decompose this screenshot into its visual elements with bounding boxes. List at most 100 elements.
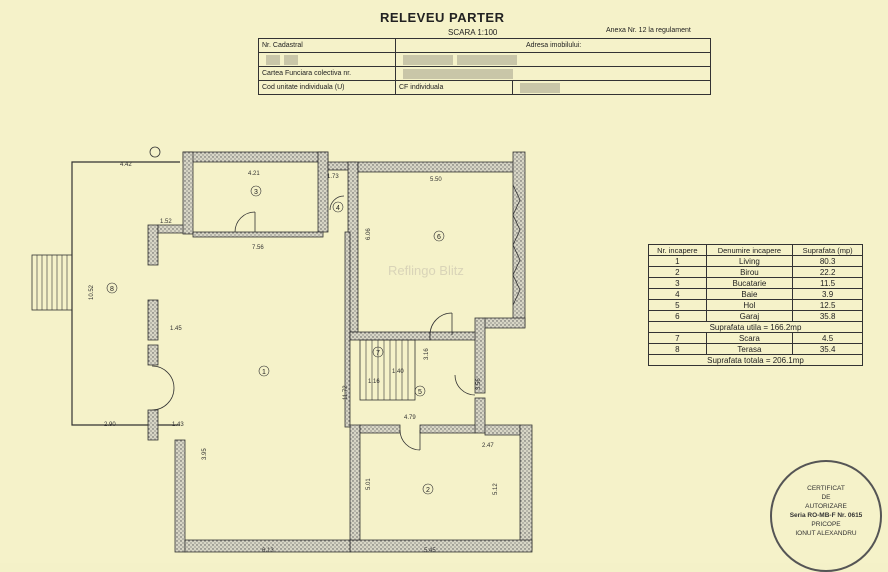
redacted-field — [266, 54, 280, 65]
cell-nr: 5 — [648, 299, 707, 311]
cell-name: Living — [705, 255, 794, 267]
room-number-7: 7 — [376, 350, 380, 357]
cell-area: 3.9 — [792, 288, 863, 300]
room-number-3: 3 — [254, 189, 258, 196]
cell-area: 35.8 — [792, 310, 863, 322]
dim-office-bottom: 5.45 — [424, 548, 436, 554]
dim-office-height: 5.12 — [493, 483, 499, 495]
cell-name: Terasa — [705, 343, 794, 355]
redacted-field — [457, 54, 517, 65]
dim-living-bottom: 6.13 — [262, 548, 274, 554]
cell-name: Scara — [705, 332, 794, 344]
dim-wall-a: 1.45 — [170, 326, 182, 332]
annex-label: Anexa Nr. 12 la regulament — [606, 27, 691, 34]
redacted-field — [284, 54, 298, 65]
dim-office-depth: 5.01 — [366, 478, 372, 490]
dim-terrace-depth: 10.52 — [89, 284, 95, 300]
cell-name: Hol — [705, 299, 794, 311]
watermark: Reflingo Blitz — [388, 263, 464, 278]
cell-nr: 4 — [648, 288, 707, 300]
dim-hall-depth: 3.56 — [476, 378, 482, 390]
cell-nr: 6 — [648, 310, 707, 322]
room-number-6: 6 — [437, 234, 441, 241]
walls — [147, 151, 533, 553]
dim-stair-a: 1.40 — [392, 369, 404, 375]
stamp-name: PRICOPE — [811, 521, 841, 528]
dim-living-depth: 11.72 — [343, 385, 349, 400]
room-number-8: 8 — [110, 286, 114, 293]
dim-terrace-top: 4.42 — [120, 162, 132, 168]
cadastral-form: Nr. Cadastral Adresa imobilului: Cartea … — [258, 38, 711, 95]
total-area: Suprafata totala = 206.1mp — [648, 354, 863, 366]
rain-pipe-symbol — [149, 146, 161, 158]
scale-label: SCARA 1:100 — [448, 28, 498, 37]
stamp-name: IONUT ALEXANDRU — [795, 530, 857, 537]
cell-area: 80.3 — [792, 255, 863, 267]
dim-terrace-bottom: 2.90 — [104, 422, 116, 428]
stamp-line: DE — [821, 494, 831, 501]
stamp-series: Seria RO-MB-F Nr. 0615 — [789, 512, 863, 519]
dim-garage-depth: 6.06 — [366, 228, 372, 240]
authorization-stamp: CERTIFICAT DE AUTORIZARE Seria RO-MB-F N… — [770, 460, 882, 572]
cell-nr: 7 — [648, 332, 707, 344]
dim-office-ext: 2.47 — [482, 443, 494, 449]
cell-area: 22.2 — [792, 266, 863, 278]
cell-area: 35.4 — [792, 343, 863, 355]
stairs — [359, 339, 416, 401]
stamp-line: AUTORIZARE — [805, 503, 847, 510]
cell-nr: 3 — [648, 277, 707, 289]
cell-nr: 8 — [648, 343, 707, 355]
useful-area-total: Suprafata utila = 166.2mp — [648, 321, 863, 333]
room-number-5: 5 — [418, 389, 422, 396]
dim-entry: 1.52 — [160, 219, 172, 225]
cf-value — [512, 80, 711, 95]
room-number-4: 4 — [336, 205, 340, 212]
dim-garage-width: 5.50 — [430, 177, 442, 183]
door-swings — [151, 195, 476, 451]
redacted-field — [403, 54, 453, 65]
cell-nr: 2 — [648, 266, 707, 278]
terrace-step-lines — [36, 255, 68, 310]
cell-area: 11.5 — [792, 277, 863, 289]
dim-stair-b: 1.16 — [368, 379, 380, 385]
stamp-line: CERTIFICAT — [807, 485, 845, 492]
cell-name: Bucatarie — [705, 277, 794, 289]
page-title: RELEVEU PARTER — [380, 10, 505, 25]
redacted-field — [520, 82, 560, 93]
cell-area: 4.5 — [792, 332, 863, 344]
dim-wall-c: 3.95 — [202, 448, 208, 460]
garage-door-symbol — [512, 184, 521, 306]
dim-stair-c: 3.16 — [424, 348, 430, 360]
cell-nr: 1 — [648, 255, 707, 267]
col-header-name: Denumire incapere — [705, 244, 794, 256]
cell-name: Baie — [705, 288, 794, 300]
dim-hall: 4.79 — [404, 415, 416, 421]
cell-area: 12.5 — [792, 299, 863, 311]
cell-name: Birou — [705, 266, 794, 278]
room-number-1: 1 — [262, 369, 266, 376]
room-number-2: 2 — [426, 487, 430, 494]
dim-bath-width: 1.73 — [327, 174, 339, 180]
dimension-labels: 4.42 4.21 1.73 5.50 1.52 7.56 1.45 2.90 … — [89, 162, 499, 554]
col-header-area: Suprafata (mp) — [792, 244, 863, 256]
dim-kitchen-width: 4.21 — [248, 171, 260, 177]
room-numbers: 1 2 3 4 5 6 7 8 — [106, 185, 445, 495]
stair-treads — [365, 340, 409, 400]
dim-wall-b: 1.43 — [172, 422, 184, 428]
col-header-nr: Nr. incapere — [648, 244, 707, 256]
room-area-table: Nr. incapere Denumire incapere Suprafata… — [648, 244, 863, 366]
unit-code-label: Cod unitate individuala (U) — [258, 80, 396, 95]
cell-name: Garaj — [705, 310, 794, 322]
redacted-field — [403, 68, 513, 79]
dim-living-width: 7.56 — [252, 245, 264, 251]
